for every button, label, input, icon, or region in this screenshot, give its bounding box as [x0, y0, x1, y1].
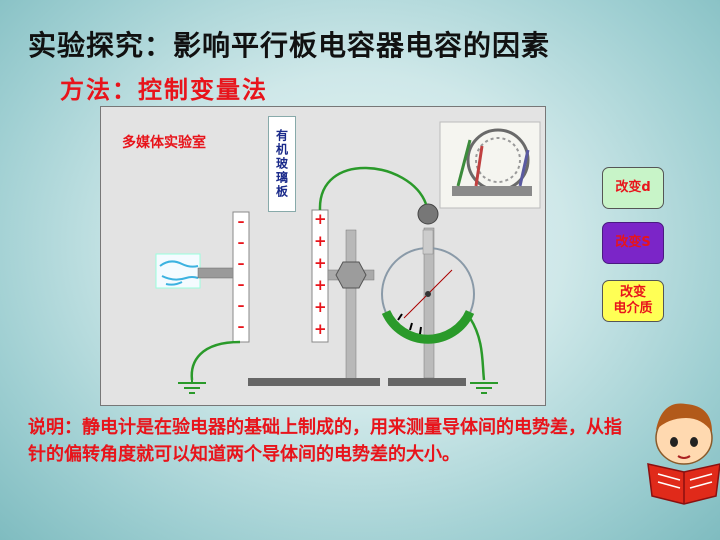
hand-icon[interactable] — [155, 253, 201, 289]
minus-sign: – — [237, 298, 245, 314]
ground-icon — [470, 382, 498, 394]
minus-sign: – — [237, 256, 245, 272]
left-ground-wire — [190, 340, 241, 381]
right-plate-signs: + + + + + + — [314, 208, 327, 340]
minus-sign: – — [237, 277, 245, 293]
glass-plate-label: 有机玻璃板 — [268, 116, 296, 212]
plus-sign: + — [314, 320, 327, 338]
stand-base — [248, 378, 380, 386]
change-d-button[interactable]: 改变d — [602, 167, 664, 209]
top-wire — [318, 166, 428, 211]
minus-sign: – — [237, 319, 245, 335]
minus-sign: – — [237, 214, 245, 230]
hand-rod — [197, 267, 235, 279]
right-ground-wire — [468, 317, 486, 381]
plus-sign: + — [314, 232, 327, 250]
plus-sign: + — [314, 210, 327, 228]
left-plate[interactable] — [232, 211, 250, 343]
stand-clamp — [335, 261, 367, 289]
electrometer-icon[interactable] — [381, 203, 475, 386]
reading-child-icon — [647, 403, 720, 505]
change-s-button[interactable]: 改变S — [602, 222, 664, 264]
lab-equipment-icon[interactable] — [439, 121, 541, 209]
plus-sign: + — [314, 254, 327, 272]
minus-sign: – — [237, 235, 245, 251]
method-subtitle: 方法：控制变量法 — [60, 75, 268, 104]
ground-icon — [178, 380, 206, 394]
lab-label: 多媒体实验室 — [122, 135, 206, 151]
plus-sign: + — [314, 298, 327, 316]
stand-pole — [345, 229, 357, 381]
explanation-note: 说明：静电计是在验电器的基础上制成的，用来测量导体间的电势差，从指针的偏转角度就… — [28, 417, 622, 465]
page-title: 实验探究：影响平行板电容器电容的因素 — [28, 29, 551, 62]
plus-sign: + — [314, 276, 327, 294]
left-plate-signs: – – – – – – — [235, 212, 247, 338]
change-dielectric-button[interactable]: 改变 电介质 — [602, 280, 664, 322]
